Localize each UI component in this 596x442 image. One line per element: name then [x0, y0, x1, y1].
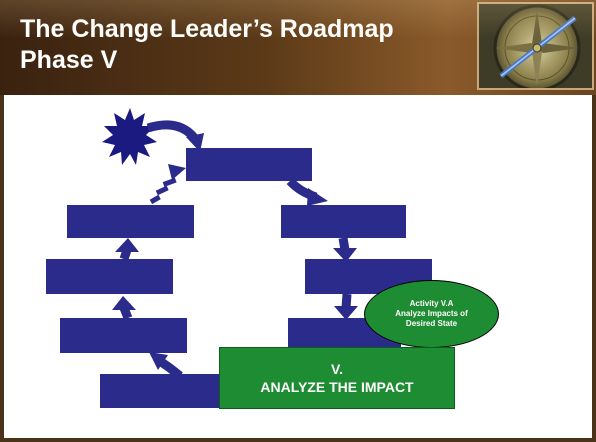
activity-line-3: Desired State — [405, 319, 458, 328]
step-box-bottom — [100, 374, 225, 408]
phase-box: V. ANALYZE THE IMPACT — [219, 347, 455, 409]
dashed-return-arrow — [149, 164, 186, 205]
phase-number: V. — [331, 361, 343, 377]
step-box-left-1 — [67, 205, 194, 238]
starburst-icon — [102, 108, 157, 165]
activity-ellipse: Activity V.A Analyze Impacts of Desired … — [364, 280, 499, 348]
step-box-right-1 — [281, 205, 406, 238]
title-bar: The Change Leader’s Roadmap Phase V — [0, 0, 596, 95]
activity-line-1: Activity V.A — [409, 299, 454, 308]
step-box-left-3 — [60, 318, 187, 353]
title-line-2: Phase V — [20, 46, 118, 74]
step-box-left-2 — [46, 259, 173, 294]
activity-line-2: Analyze Impacts of — [395, 309, 468, 318]
phase-label: ANALYZE THE IMPACT — [260, 379, 414, 395]
arrow-head-1 — [186, 133, 204, 152]
step-box-top — [186, 148, 312, 181]
